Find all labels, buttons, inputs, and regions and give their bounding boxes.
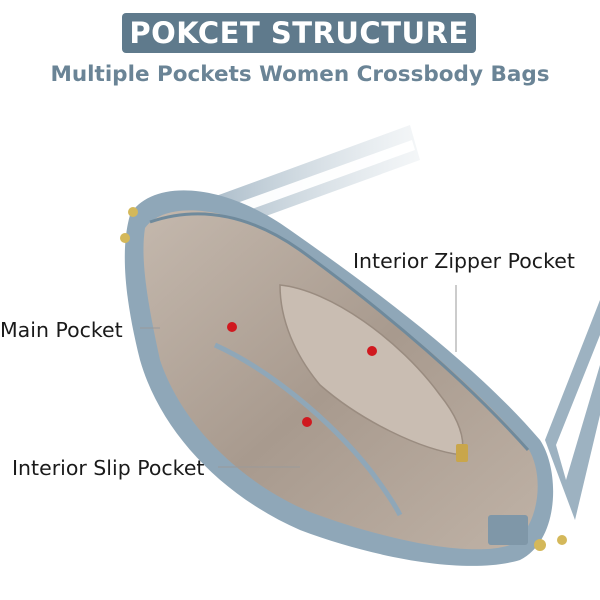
- main-pocket-marker: [227, 322, 237, 332]
- shoulder-strap-top: [205, 125, 420, 232]
- zipper-pocket-marker: [367, 346, 377, 356]
- title-banner: POKCET STRUCTURE: [122, 13, 476, 53]
- interior-slip-pocket-label: Interior Slip Pocket: [12, 456, 205, 480]
- main-pocket-label: Main Pocket: [0, 318, 123, 342]
- page-title: POKCET STRUCTURE: [129, 16, 469, 50]
- interior-zipper-pocket-label: Interior Zipper Pocket: [353, 249, 575, 273]
- shoulder-strap-right: [545, 300, 600, 520]
- zipper-track: [149, 212, 530, 451]
- zipper-pull-icon: [456, 444, 468, 462]
- page-subtitle: Multiple Pockets Women Crossbody Bags: [50, 62, 550, 87]
- metal-hardware-icon: [120, 207, 567, 551]
- interior-slip-pocket-edge: [213, 342, 403, 517]
- slip-pocket-marker: [302, 417, 312, 427]
